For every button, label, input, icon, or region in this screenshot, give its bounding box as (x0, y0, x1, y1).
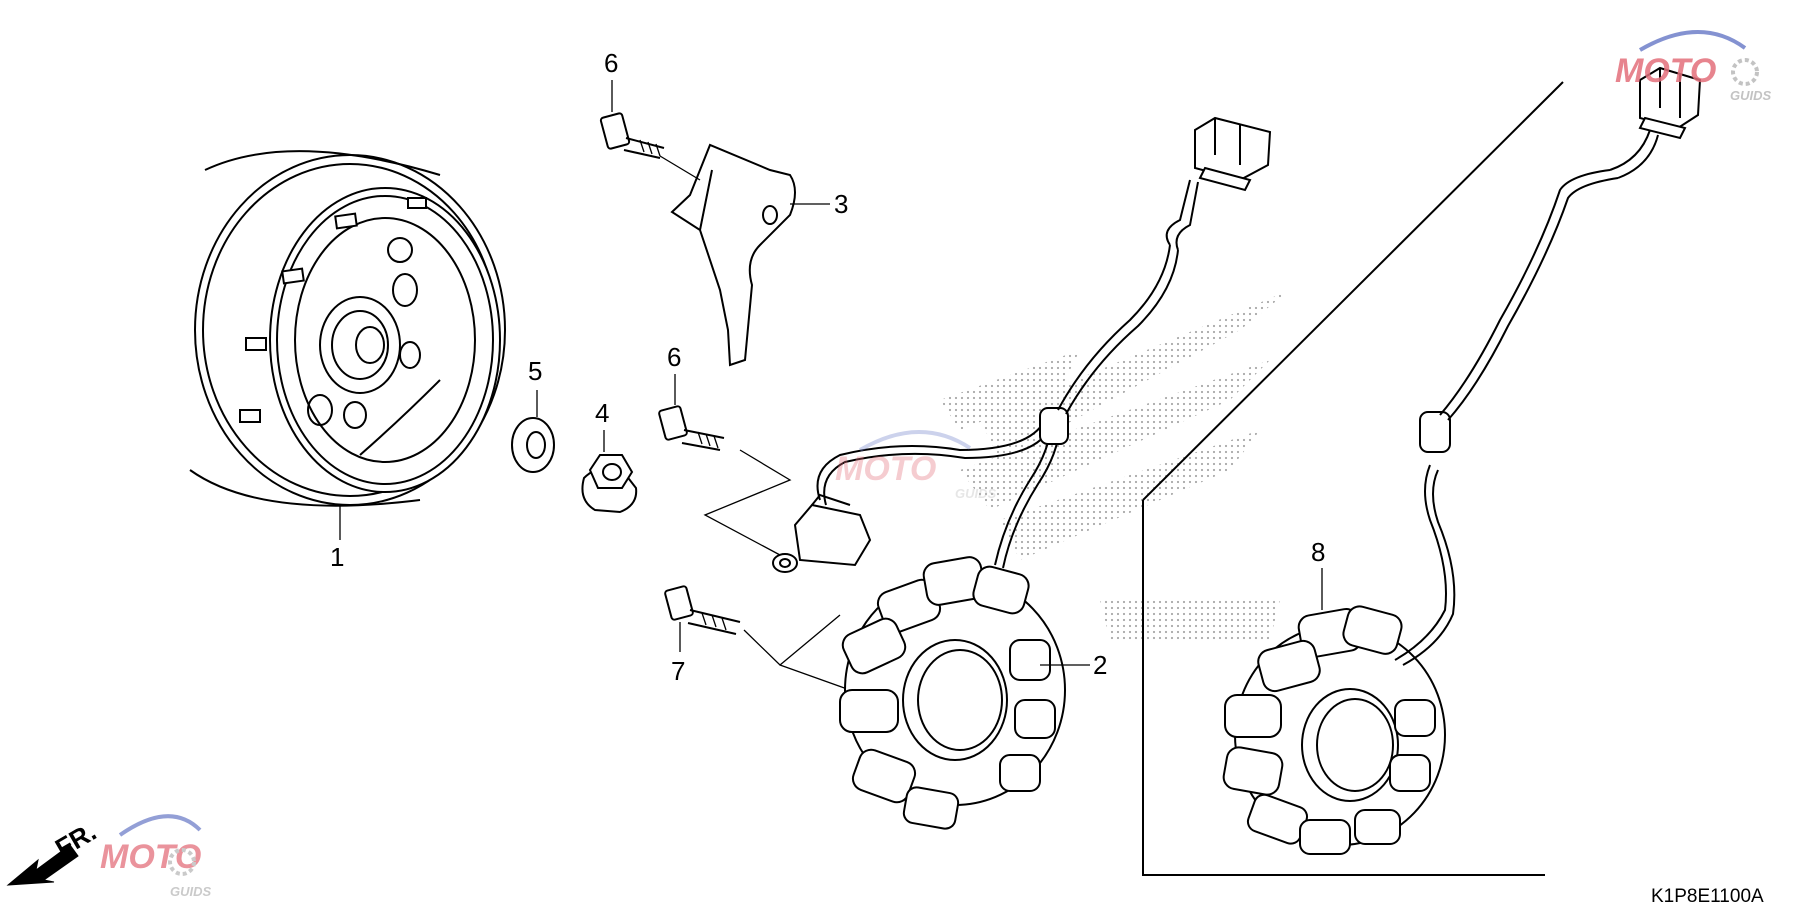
callout-7: 7 (671, 656, 685, 686)
bolt-lower (664, 585, 741, 652)
watermark-letters-center: MOTO (835, 450, 936, 488)
bracket (659, 143, 830, 367)
callout-5: 5 (528, 356, 542, 386)
watermark-center: MOTO GUIDS (835, 430, 997, 501)
drawing-code: K1P8E1100A (1651, 886, 1764, 907)
callout-2: 2 (1093, 650, 1107, 680)
watermark-tagline-bottom: GUIDS (170, 884, 212, 899)
callout-1: 1 (330, 542, 344, 572)
pulse-sensor (772, 419, 1051, 573)
callout-3: 3 (834, 189, 848, 219)
watermark-top-right: MOTO GUIDS (1615, 30, 1772, 103)
washer (511, 390, 555, 473)
bolt-middle (658, 374, 725, 451)
gear-icon (168, 848, 196, 876)
inset-frame (1142, 81, 1564, 876)
stator-assembly (1222, 66, 1702, 855)
callout-8: 8 (1311, 537, 1325, 567)
arrow-icon (6, 844, 79, 886)
gear-icon (1731, 58, 1759, 86)
watermark-tagline-center: GUIDS (955, 486, 997, 501)
watermark-tagline-top: GUIDS (1730, 88, 1772, 103)
front-direction-indicator: FR. (6, 816, 101, 886)
stator (839, 116, 1272, 830)
watermark-letters-top: MOTO (1615, 52, 1716, 90)
flywheel (189, 150, 506, 540)
flange-nut (581, 430, 638, 514)
callout-4: 4 (595, 398, 609, 428)
leader-lines (703, 449, 851, 691)
watermark-letters-bottom: MOTO (100, 838, 201, 876)
bolt-top (599, 80, 665, 159)
watermark-bottom-left: MOTO GUIDS (100, 814, 212, 899)
callouts: 1 2 3 4 5 6 6 7 8 (330, 48, 1325, 686)
callout-6-middle: 6 (667, 342, 681, 372)
callout-6-top: 6 (604, 48, 618, 78)
